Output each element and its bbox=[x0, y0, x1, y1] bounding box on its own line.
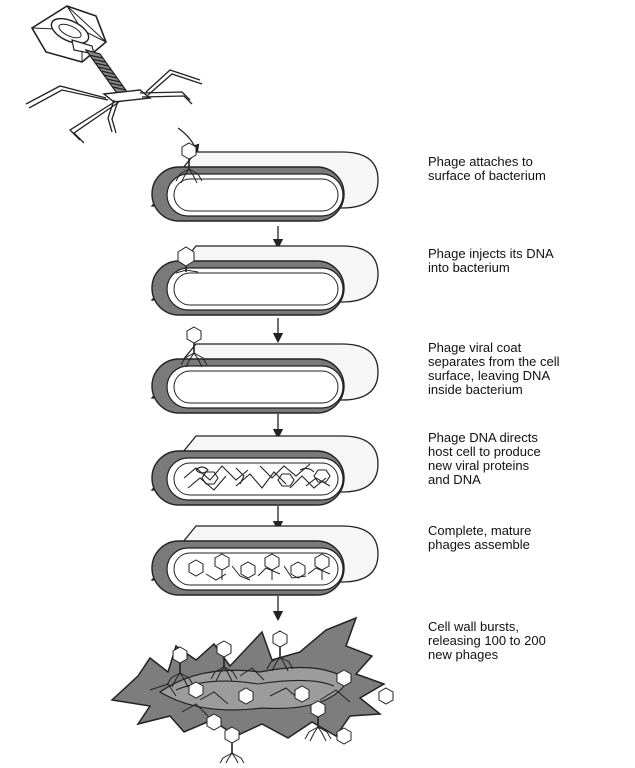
step-2-line-2: into bacterium bbox=[428, 261, 628, 275]
step-4-line-4: and DNA bbox=[428, 473, 628, 487]
step-2-label: Phage injects its DNA into bacterium bbox=[428, 247, 628, 275]
step-6-line-2: releasing 100 to 200 bbox=[428, 634, 628, 648]
step-3-line-4: inside bacterium bbox=[428, 383, 628, 397]
step-2-line-1: Phage injects its DNA bbox=[428, 247, 628, 261]
step-1-line-1: Phage attaches to bbox=[428, 155, 628, 169]
step-3-line-3: surface, leaving DNA bbox=[428, 369, 628, 383]
step-5-line-2: phages assemble bbox=[428, 538, 628, 552]
step-5-label: Complete, mature phages assemble bbox=[428, 524, 628, 552]
bacterium-3 bbox=[152, 344, 378, 413]
step-1-label: Phage attaches to surface of bacterium bbox=[428, 155, 628, 183]
step-6-label: Cell wall bursts, releasing 100 to 200 n… bbox=[428, 620, 628, 662]
step-4-label: Phage DNA directs host cell to produce n… bbox=[428, 431, 628, 487]
step-3-line-2: separates from the cell bbox=[428, 355, 628, 369]
step-4-line-2: host cell to produce bbox=[428, 445, 628, 459]
step-3-line-1: Phage viral coat bbox=[428, 341, 628, 355]
bacterium-1 bbox=[152, 152, 378, 221]
step-4-line-1: Phage DNA directs bbox=[428, 431, 628, 445]
step-6-line-3: new phages bbox=[428, 648, 628, 662]
step-3-label: Phage viral coat separates from the cell… bbox=[428, 341, 628, 397]
step-1-line-2: surface of bacterium bbox=[428, 169, 628, 183]
step-4-line-3: new viral proteins bbox=[428, 459, 628, 473]
large-phage-illustration bbox=[26, 6, 202, 143]
step-5-line-1: Complete, mature bbox=[428, 524, 628, 538]
step-6-line-1: Cell wall bursts, bbox=[428, 620, 628, 634]
